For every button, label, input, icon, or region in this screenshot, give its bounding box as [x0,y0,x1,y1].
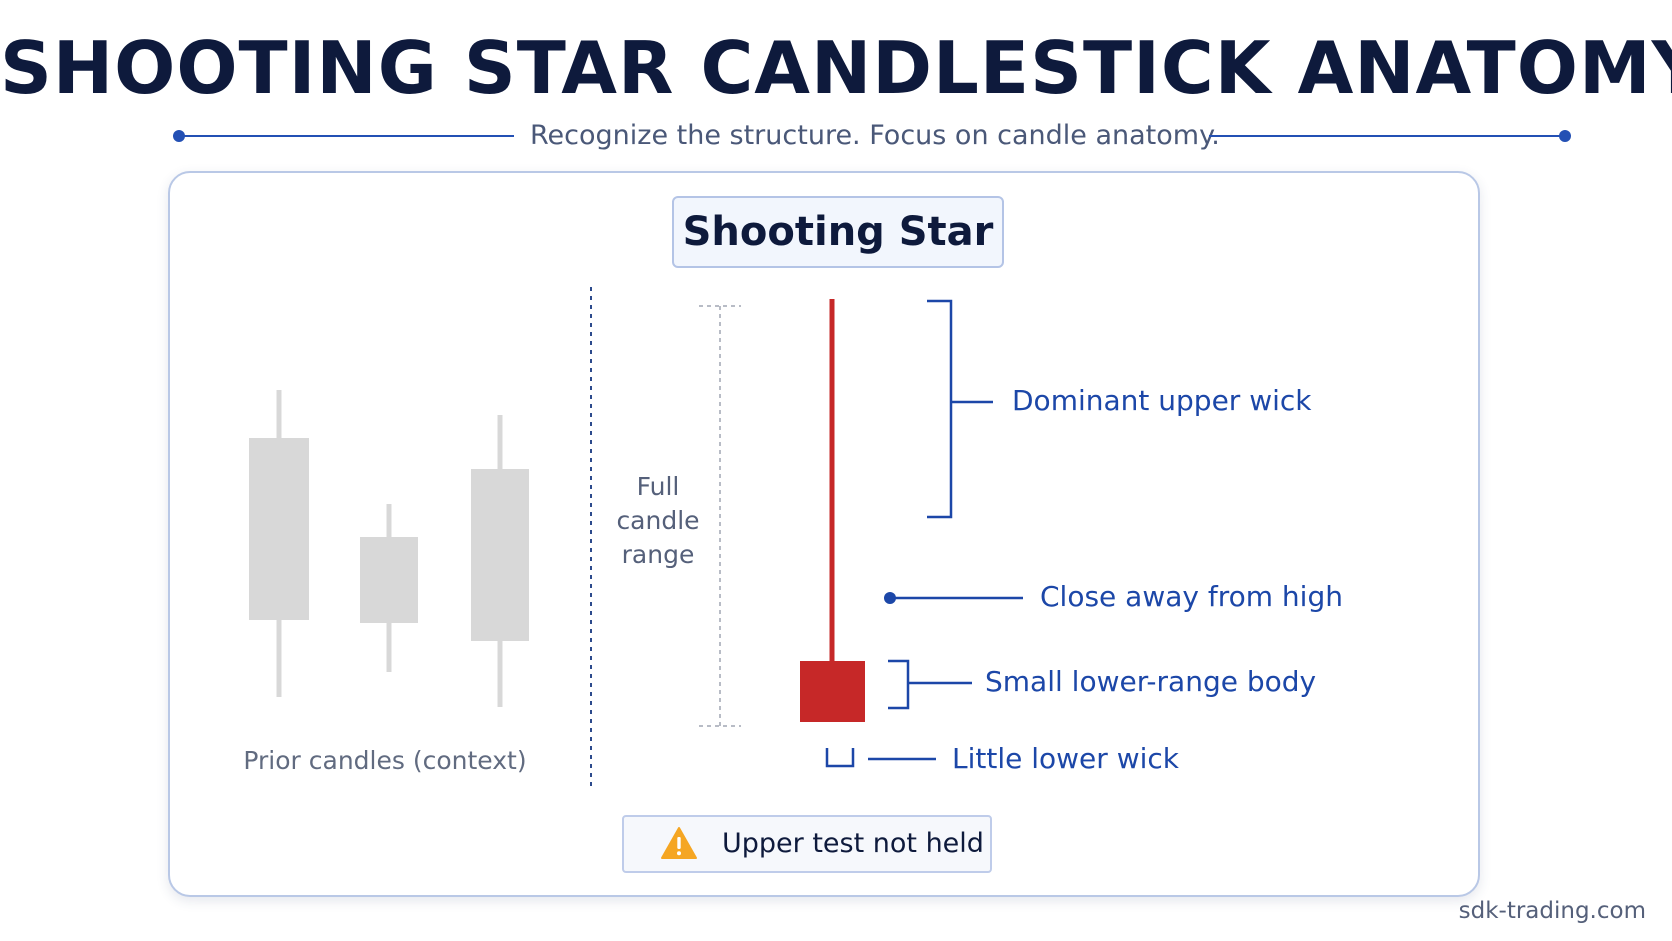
full-range-label: Full candle range [600,470,716,572]
close-pointer [884,592,1023,604]
subtitle-row: Recognize the structure. Focus on candle… [0,116,1672,156]
annotation-close: Close away from high [1040,580,1343,613]
context-candle-1 [249,390,309,697]
page-title: SHOOTING STAR CANDLESTICK ANATOMY [0,26,1672,110]
full-range-bracket [699,305,741,727]
range-label-line-1: Full [636,472,680,501]
subtitle-right-line [1209,135,1565,137]
pattern-title: Shooting Star [672,196,1004,268]
context-candle-2 [360,504,418,672]
upper-wick-bracket [927,299,993,519]
subtitle-right-dot [1559,130,1571,142]
warning-icon [661,827,697,859]
annotation-body: Small lower-range body [985,665,1317,698]
annotation-upper-wick: Dominant upper wick [1012,384,1312,417]
context-label: Prior candles (context) [243,746,527,775]
subtitle-left-dot [173,130,185,142]
warning-text: Upper test not held [722,828,984,859]
footer-site: sdk-trading.com [1458,898,1646,924]
range-label-line-3: range [621,540,695,569]
shooting-star-candle [800,299,865,722]
diagram-panel [168,171,1480,897]
candle-body [800,661,865,722]
warning-box: Upper test not held [622,815,992,873]
lower-wick-bracket [825,748,936,768]
annotation-lower-wick: Little lower wick [952,742,1179,775]
range-label-line-2: candle [616,506,700,535]
subtitle: Recognize the structure. Focus on candle… [530,120,1220,151]
subtitle-left-line [180,135,514,137]
body-bracket [888,659,972,710]
context-candle-3 [471,415,529,707]
